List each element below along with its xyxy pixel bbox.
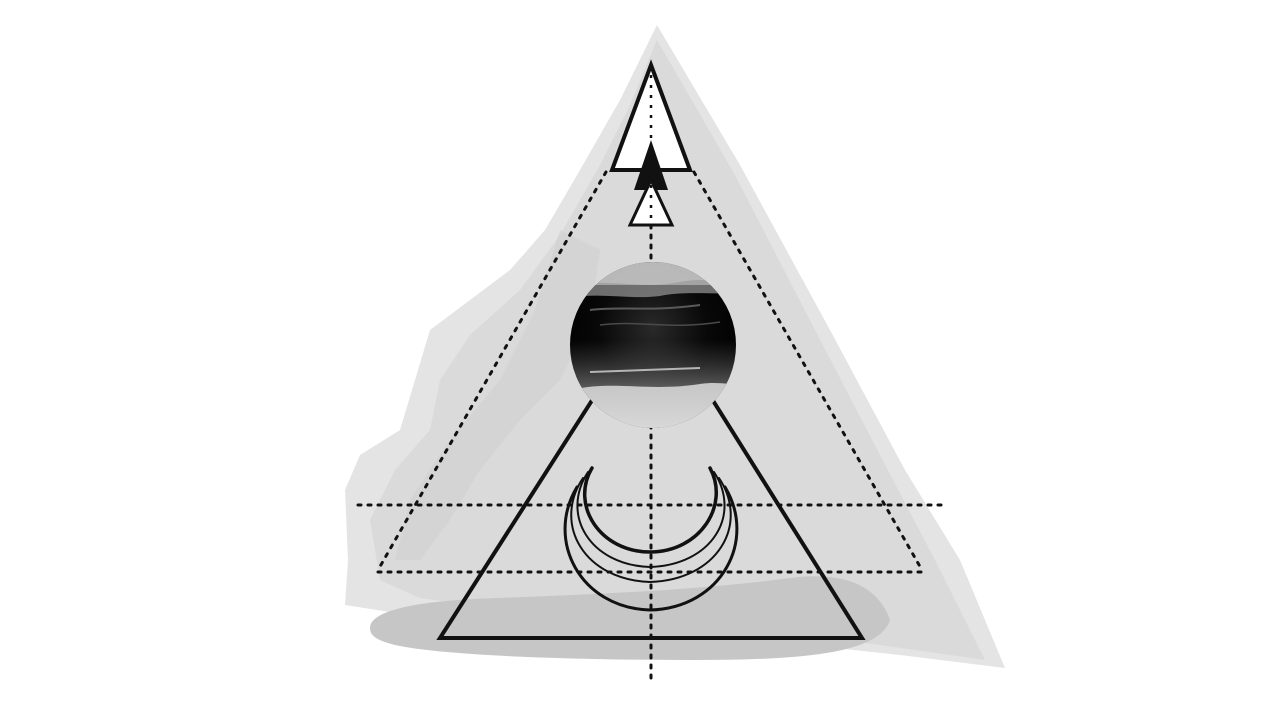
dotted-triangle-left-edge (376, 170, 608, 572)
crescent-outer-outline (563, 485, 739, 612)
solid-triangle (436, 301, 866, 640)
crescent-feather-2 (570, 477, 732, 584)
arrow-icon (609, 59, 693, 227)
crescent-feather-1 (576, 471, 726, 569)
crescent-inner-outline (582, 466, 718, 554)
dotted-triangle (376, 170, 924, 572)
crescent-moon-icon (563, 466, 739, 612)
watercolor-wash-streak (395, 230, 600, 560)
dotted-triangle-right-edge (692, 170, 924, 572)
arrow-tail-triangle (627, 176, 675, 227)
